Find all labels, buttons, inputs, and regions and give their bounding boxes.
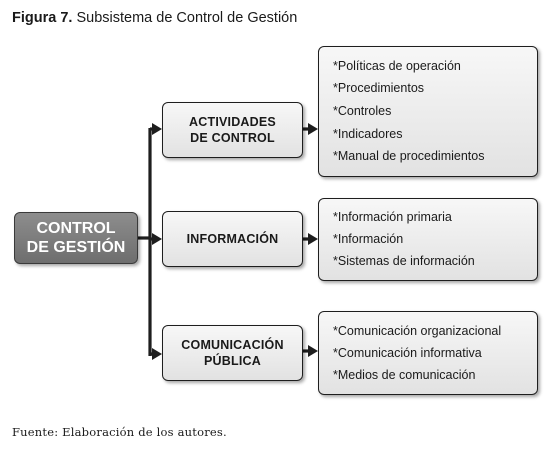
detail-box-comunicacion: *Comunicación organizacional *Comunicaci… bbox=[318, 311, 538, 395]
branch-label-line1: ACTIVIDADES bbox=[189, 115, 276, 129]
arrowhead-6 bbox=[308, 345, 318, 357]
figure-caption: Subsistema de Control de Gestión bbox=[76, 10, 298, 26]
arrowhead-1 bbox=[152, 123, 162, 135]
root-box-control-de-gestion: CONTROL DE GESTIÓN bbox=[14, 212, 138, 264]
branch-label-line1: COMUNICACIÓN bbox=[181, 338, 284, 352]
detail-item: *Indicadores bbox=[333, 126, 403, 141]
arrowhead-3 bbox=[152, 348, 162, 360]
detail-item: *Información primaria bbox=[333, 210, 452, 225]
branch-label-line2: DE CONTROL bbox=[190, 131, 275, 145]
arrowhead-5 bbox=[308, 233, 318, 245]
source-note: Fuente: Elaboración de los autores. bbox=[12, 425, 227, 439]
detail-box-informacion: *Información primaria *Información *Sist… bbox=[318, 198, 538, 281]
detail-item: *Medios de comunicación bbox=[333, 367, 476, 382]
arrowhead-2 bbox=[152, 233, 162, 245]
branch-label-line1: INFORMACIÓN bbox=[186, 232, 279, 246]
arrowhead-4 bbox=[308, 123, 318, 135]
detail-item: *Controles bbox=[333, 103, 392, 118]
figure-label: Figura 7. bbox=[12, 10, 73, 26]
detail-box-actividades: *Políticas de operación *Procedimientos … bbox=[318, 46, 538, 177]
figure-title: Figura 7. Subsistema de Control de Gesti… bbox=[12, 10, 297, 26]
root-label-line1: CONTROL bbox=[36, 220, 116, 237]
detail-item: *Información bbox=[333, 231, 404, 246]
detail-item: *Comunicación informativa bbox=[333, 345, 482, 360]
detail-item: *Manual de procedimientos bbox=[333, 149, 485, 164]
branch-label-line2: PÚBLICA bbox=[204, 354, 261, 368]
detail-item: *Procedimientos bbox=[333, 81, 425, 96]
detail-item: *Políticas de operación bbox=[333, 58, 461, 73]
detail-item: *Sistemas de información bbox=[333, 253, 475, 268]
branch-box-actividades: ACTIVIDADES DE CONTROL bbox=[162, 102, 303, 158]
branch-box-comunicacion: COMUNICACIÓN PÚBLICA bbox=[162, 325, 303, 381]
branch-box-informacion: INFORMACIÓN bbox=[162, 211, 303, 267]
root-label-line2: DE GESTIÓN bbox=[26, 239, 126, 256]
detail-item: *Comunicación organizacional bbox=[333, 323, 502, 338]
